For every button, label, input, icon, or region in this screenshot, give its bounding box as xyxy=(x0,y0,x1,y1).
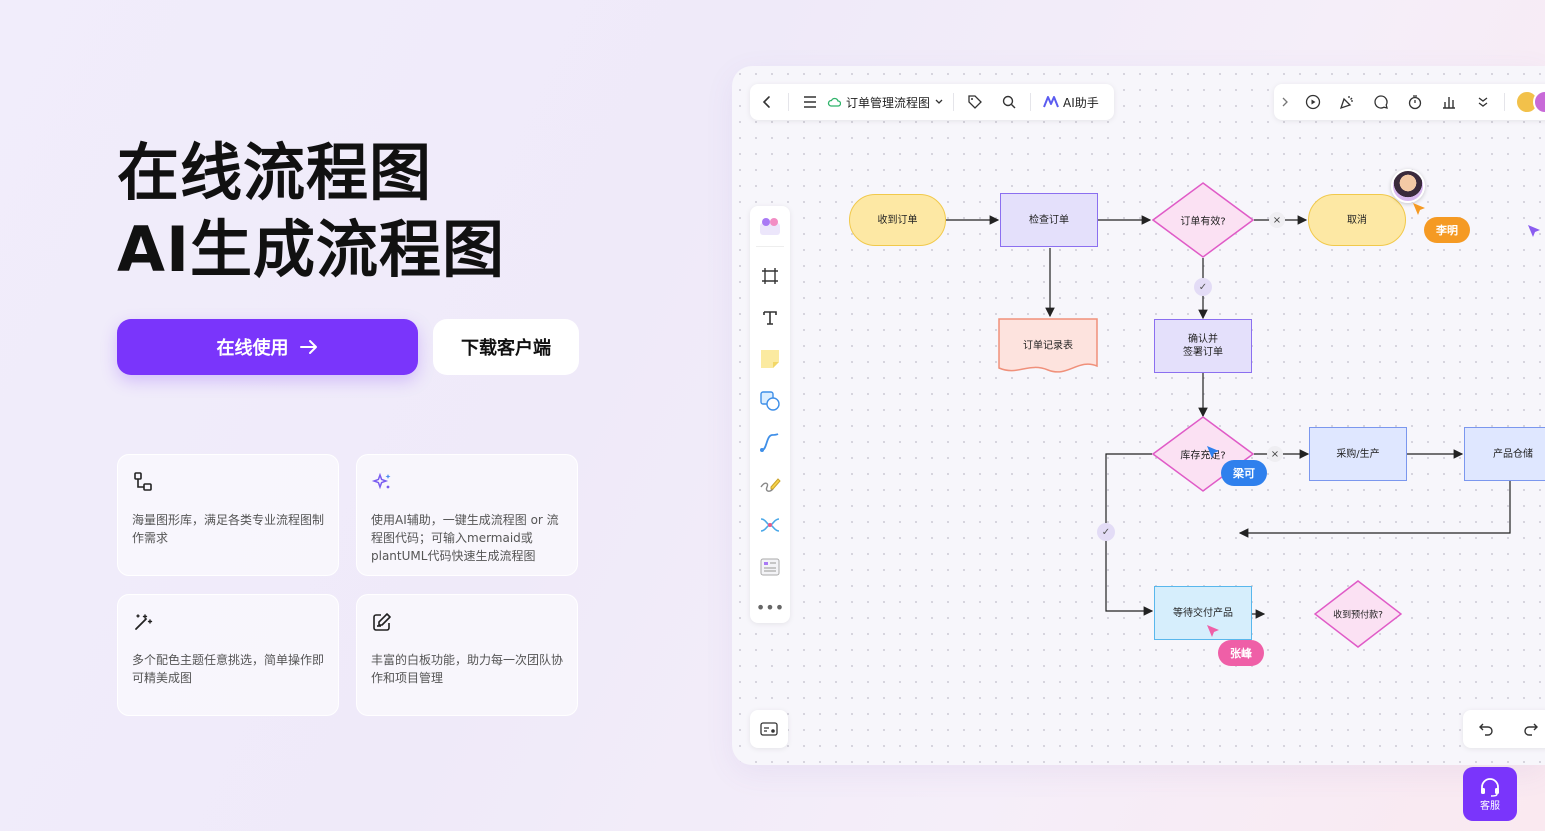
vote-chart-icon[interactable] xyxy=(1432,84,1466,120)
undo-redo-group xyxy=(1463,710,1545,748)
feature-text: 多个配色主题任意挑选，简单操作即可精美成图 xyxy=(132,653,325,685)
diamond-shape xyxy=(1313,580,1403,648)
customer-service-button[interactable]: 客服 xyxy=(1463,767,1517,821)
headset-icon xyxy=(1481,777,1499,797)
comment-icon[interactable] xyxy=(1364,84,1398,120)
search-icon[interactable] xyxy=(992,84,1026,120)
ai-logo-icon xyxy=(1043,96,1059,108)
node-receive-order[interactable]: 收到订单 xyxy=(849,194,946,246)
node-check-order[interactable]: 检查订单 xyxy=(1000,193,1098,247)
pen-tool-icon[interactable] xyxy=(758,472,782,496)
node-prepayment-received[interactable]: 收到预付款? xyxy=(1313,580,1403,648)
feature-card-ai: 使用AI辅助，一键生成流程图 or 流程图代码；可输入mermaid或plant… xyxy=(356,454,578,576)
ai-assistant-label: AI助手 xyxy=(1063,95,1099,110)
sticky-note-icon[interactable] xyxy=(758,347,782,371)
collaborator-tag-zhangfeng: 张峰 xyxy=(1218,640,1264,666)
tag-icon[interactable] xyxy=(958,84,992,120)
cursor-arrow-icon xyxy=(1207,446,1219,458)
menu-icon[interactable] xyxy=(793,84,827,120)
no-x-icon: × xyxy=(1267,446,1283,462)
more-icon[interactable]: ••• xyxy=(755,597,785,617)
node-label: 库存充足? xyxy=(1180,450,1226,462)
node-label: 收到预付款? xyxy=(1333,610,1383,621)
double-chevron-down-icon[interactable] xyxy=(1466,84,1500,120)
node-label: 订单有效? xyxy=(1180,216,1226,228)
frame-icon[interactable] xyxy=(758,264,782,288)
divider xyxy=(1504,93,1505,111)
edit-board-icon xyxy=(373,613,391,631)
divider xyxy=(788,93,789,111)
collaborator-tag-liming: 李明 xyxy=(1424,217,1470,243)
no-x-icon: × xyxy=(1269,212,1285,228)
feature-text: 海量图形库，满足各类专业流程图制作需求 xyxy=(132,513,325,545)
mindmap-icon[interactable] xyxy=(758,513,782,537)
collaborator-tag-liangke: 梁可 xyxy=(1221,460,1267,486)
top-toolbar: 订单管理流程图 AI助手 xyxy=(750,84,1114,120)
download-client-button[interactable]: 下载客户端 xyxy=(433,319,579,375)
node-confirm-sign[interactable]: 确认并 签署订单 xyxy=(1154,319,1252,373)
timer-icon[interactable] xyxy=(1398,84,1432,120)
connector-tool-icon[interactable] xyxy=(758,430,782,454)
divider xyxy=(756,246,784,247)
doc-title: 订单管理流程图 xyxy=(846,95,931,110)
arrow-right-icon xyxy=(299,340,317,354)
feature-card-whiteboard: 丰富的白板功能，助力每一次团队协作和项目管理 xyxy=(356,594,578,716)
node-cancel[interactable]: 取消 xyxy=(1308,194,1406,246)
cursor-arrow-icon xyxy=(1528,225,1540,237)
node-purchase-produce[interactable]: 采购/生产 xyxy=(1309,427,1407,481)
text-tool-icon[interactable] xyxy=(758,306,782,330)
cloud-icon xyxy=(827,97,841,107)
top-right-toolbar xyxy=(1274,84,1545,120)
use-online-label: 在线使用 xyxy=(216,338,289,359)
collaborator-avatar-photo xyxy=(1391,169,1425,203)
feature-card-theme: 多个配色主题任意挑选，简单操作即可精美成图 xyxy=(117,594,339,716)
hero-title-line2: AI生成流程图 xyxy=(117,213,506,286)
use-online-button[interactable]: 在线使用 xyxy=(117,319,418,375)
node-order-valid[interactable]: 订单有效? xyxy=(1151,182,1255,258)
doc-title-dropdown[interactable]: 订单管理流程图 xyxy=(827,94,949,111)
yes-check-icon: ✓ xyxy=(1194,278,1212,296)
hero-title: 在线流程图 AI生成流程图 xyxy=(117,134,505,288)
cursor-arrow-icon xyxy=(1413,203,1425,215)
template-icon[interactable] xyxy=(758,555,782,579)
flowchart-editor-preview[interactable]: 订单管理流程图 AI助手 ••• xyxy=(732,66,1545,765)
celebrate-icon[interactable] xyxy=(1330,84,1364,120)
node-wait-delivery[interactable]: 等待交付产品 xyxy=(1154,586,1252,640)
back-icon[interactable] xyxy=(750,84,784,120)
node-product-storage[interactable]: 产品仓储 xyxy=(1464,427,1545,481)
redo-icon[interactable] xyxy=(1523,722,1539,736)
document-shape xyxy=(998,318,1098,373)
yes-check-icon: ✓ xyxy=(1097,523,1115,541)
customer-service-label: 客服 xyxy=(1480,800,1500,812)
divider xyxy=(1030,93,1032,111)
ai-assistant-button[interactable]: AI助手 xyxy=(1035,94,1107,111)
flow-structure-icon xyxy=(134,472,152,491)
chevron-down-icon xyxy=(935,99,943,104)
minimap-icon xyxy=(760,722,778,736)
node-label: 订单记录表 xyxy=(1023,340,1073,352)
flow-connectors xyxy=(946,215,1511,619)
ai-sparkle-icon xyxy=(371,472,391,490)
feature-text: 丰富的白板功能，助力每一次团队协作和项目管理 xyxy=(371,653,564,685)
feature-card-shapes: 海量图形库，满足各类专业流程图制作需求 xyxy=(117,454,339,576)
minimap-button[interactable] xyxy=(750,710,788,748)
shape-library-icon[interactable] xyxy=(758,214,782,238)
tool-palette: ••• xyxy=(750,206,790,623)
feature-text: 使用AI辅助，一键生成流程图 or 流程图代码；可输入mermaid或plant… xyxy=(371,513,559,563)
chevron-right-icon[interactable] xyxy=(1274,84,1296,120)
play-icon[interactable] xyxy=(1296,84,1330,120)
cursor-arrow-icon xyxy=(1207,625,1219,637)
node-order-record[interactable]: 订单记录表 xyxy=(998,318,1098,376)
hero-title-line1: 在线流程图 xyxy=(117,136,433,209)
divider xyxy=(953,93,955,111)
undo-icon[interactable] xyxy=(1478,722,1494,736)
shape-tool-icon[interactable] xyxy=(758,389,782,413)
diamond-shape xyxy=(1151,182,1255,258)
magic-wand-icon xyxy=(135,614,153,630)
